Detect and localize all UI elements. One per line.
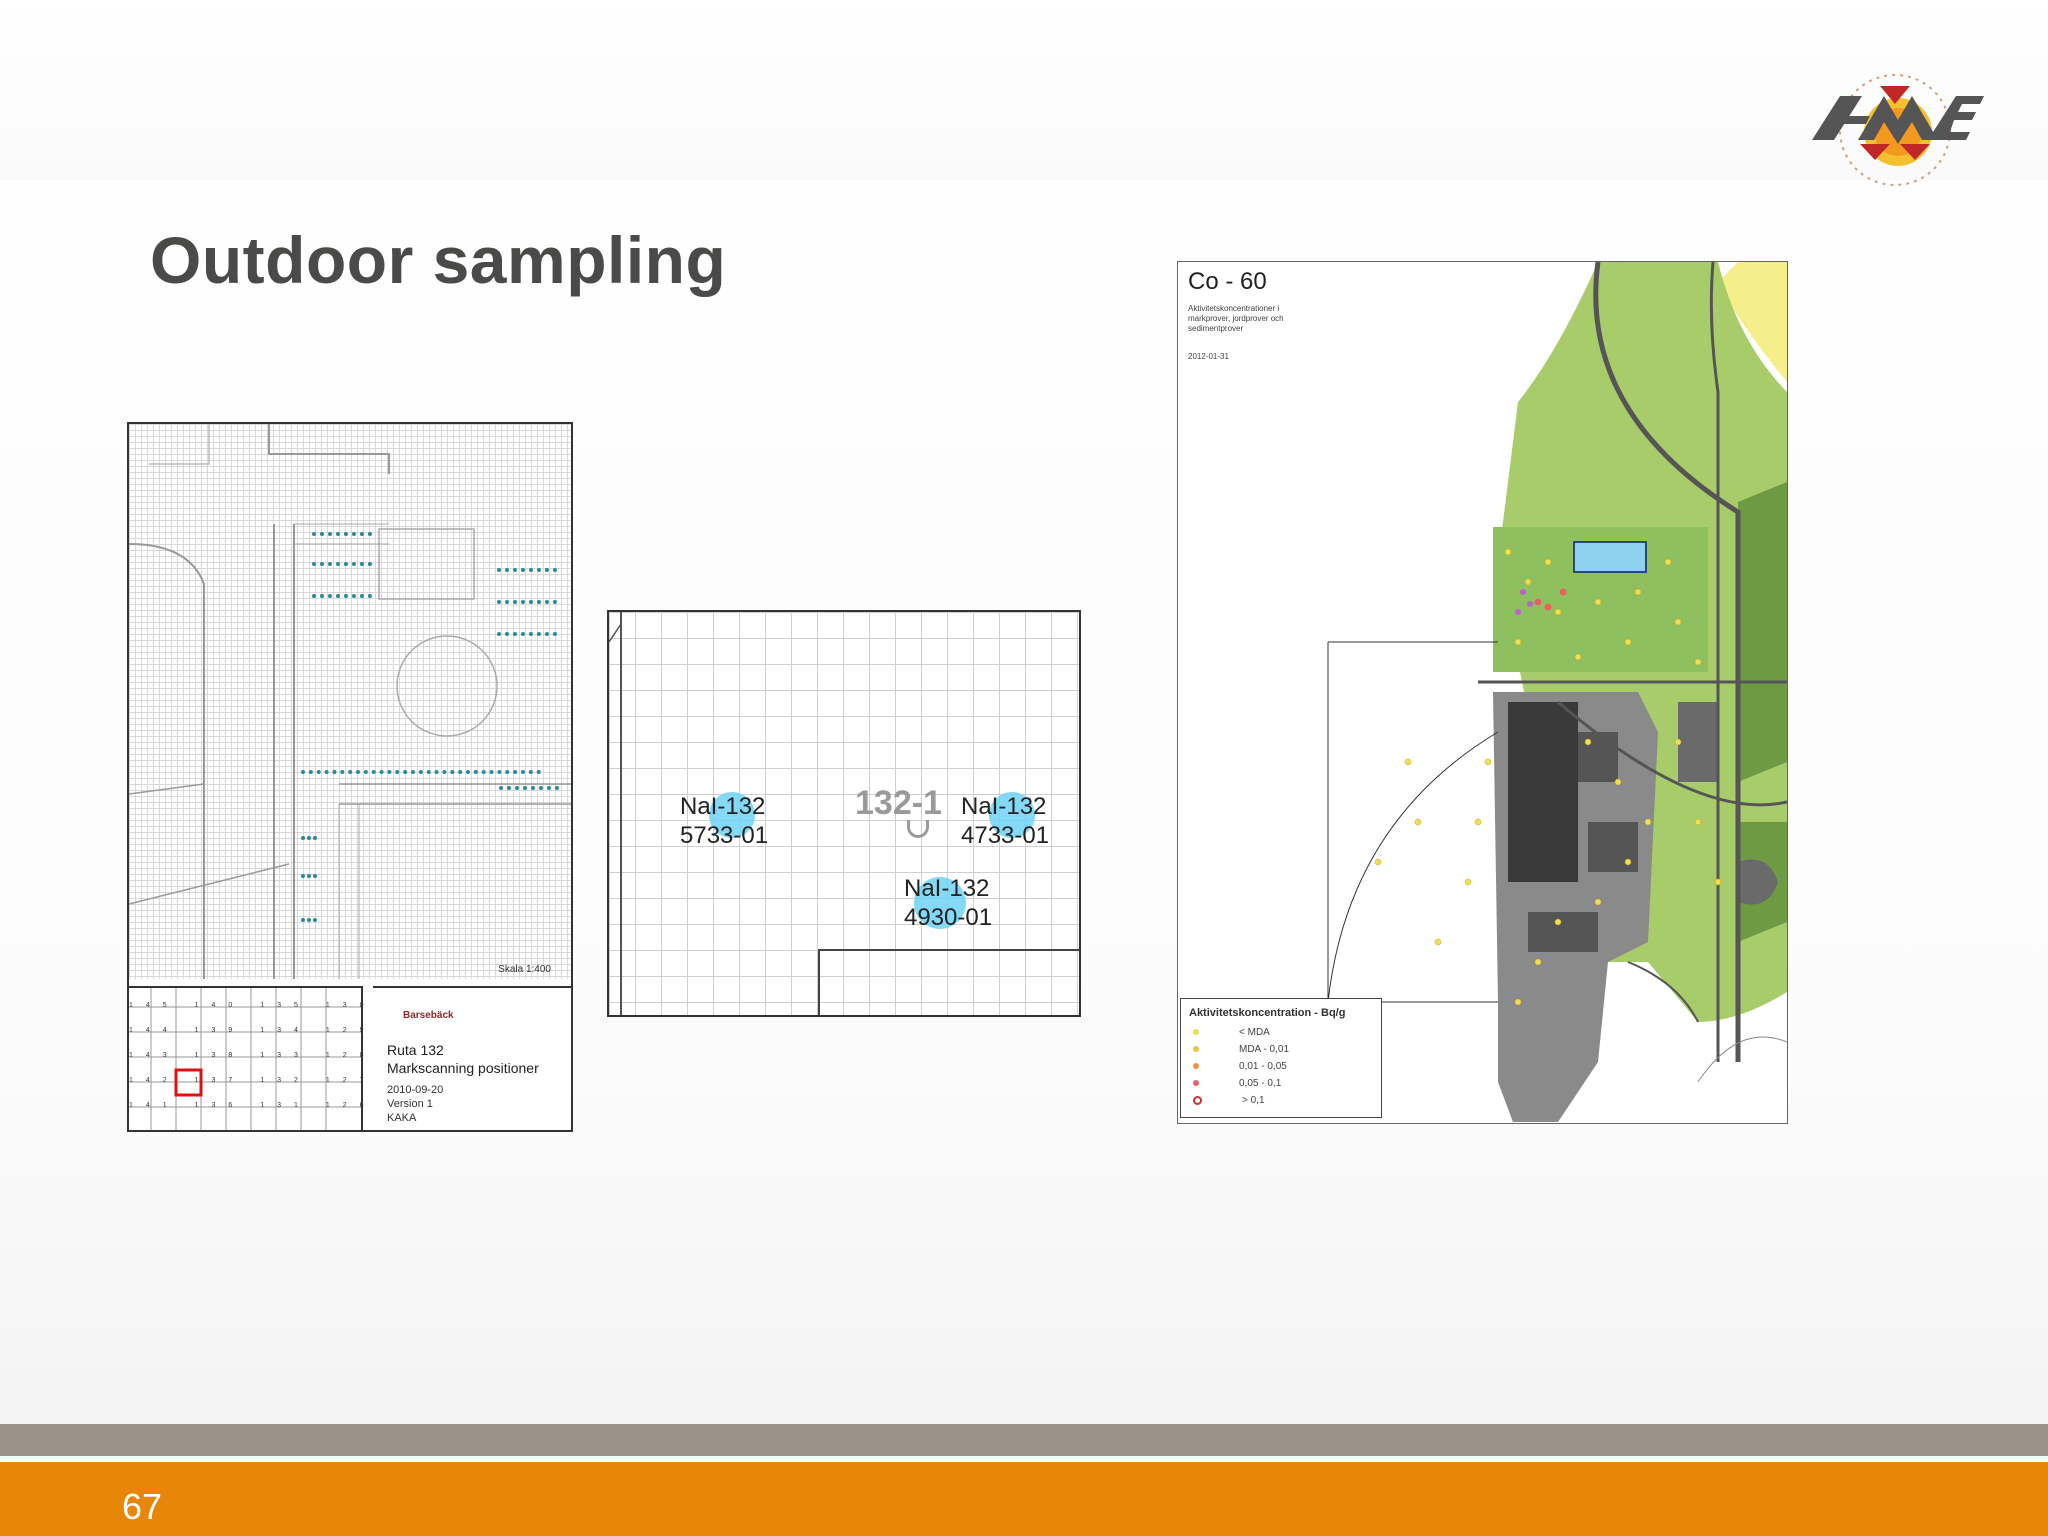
co60-activity-map: Co - 60 Aktivitetskoncentrationer i mark… (1177, 261, 1788, 1124)
header-band (0, 0, 2048, 180)
legend-item: 0,05 - 0,1 (1193, 1078, 1281, 1089)
footer-gray-bar (0, 1424, 2048, 1456)
sheet-version: Version 1 (387, 1098, 433, 1110)
site-map-drawing (1327, 262, 1787, 1122)
legend-swatch (1193, 1080, 1199, 1087)
grid-cell-label: 132-1 (855, 784, 942, 822)
map-title: Co - 60 (1188, 268, 1267, 295)
legend-swatch (1193, 1063, 1199, 1070)
footer-orange-bar (0, 1462, 2048, 1536)
detail-lines (609, 612, 1079, 1015)
legend-swatch (1193, 1046, 1199, 1053)
measurement-marker (709, 792, 755, 838)
title-block: Barsebäck Ruta 132 Markscanning position… (373, 986, 571, 1130)
site-plan-lines (129, 424, 571, 979)
index-grid-lines (129, 988, 361, 1130)
index-row: 142 137 132 127 122 117 112 107 102 (129, 1077, 571, 1084)
slide-title: Outdoor sampling (150, 223, 727, 297)
legend-item: > 0,1 (1193, 1095, 1265, 1106)
company-name: Barsebäck (403, 1010, 454, 1021)
measurement-marker (989, 792, 1035, 838)
legend-title: Aktivitetskoncentration - Bq/g (1189, 1007, 1346, 1019)
measurement-marker (914, 877, 966, 929)
index-row: 144 139 134 129 124 119 114 109 104 (129, 1027, 571, 1034)
map-date: 2012-01-31 (1188, 352, 1229, 361)
index-row: 141 136 131 126 121 116 111 106 101 (129, 1102, 571, 1109)
page-number: 67 (122, 1486, 163, 1527)
sheet-author: KAKA (387, 1112, 417, 1124)
legend-item: 0,01 - 0,05 (1193, 1061, 1287, 1072)
map-legend: Aktivitetskoncentration - Bq/g < MDA MDA… (1180, 998, 1382, 1118)
scan-positions (129, 424, 571, 979)
index-row: 143 138 133 128 123 118 113 108 103 (129, 1052, 571, 1059)
fme-logo (1812, 74, 1984, 186)
sheet-subtitle: Markscanning positioner (387, 1060, 539, 1076)
index-grid: 145 140 135 130 125 120 115 110 105 144 … (129, 986, 571, 1130)
detector-icon (907, 820, 929, 838)
map-grid (129, 424, 571, 979)
sheet-date: 2010-09-20 (387, 1084, 444, 1096)
legend-swatch (1193, 1029, 1199, 1036)
legend-item: < MDA (1193, 1027, 1270, 1038)
sheet-title: Ruta 132 (387, 1042, 444, 1058)
index-row: 145 140 135 130 125 120 115 110 105 (129, 1002, 571, 1009)
map-subtitle: Aktivitetskoncentrationer i markprover, … (1188, 304, 1284, 333)
ground-scan-map: Skala 1:400 145 140 135 130 125 120 115 … (127, 422, 573, 1132)
legend-swatch (1193, 1095, 1202, 1105)
scale-label: Skala 1:400 (498, 964, 551, 975)
legend-item: MDA - 0,01 (1193, 1044, 1289, 1055)
highlighted-cell (174, 1068, 203, 1097)
footer-divider (0, 1456, 2048, 1462)
